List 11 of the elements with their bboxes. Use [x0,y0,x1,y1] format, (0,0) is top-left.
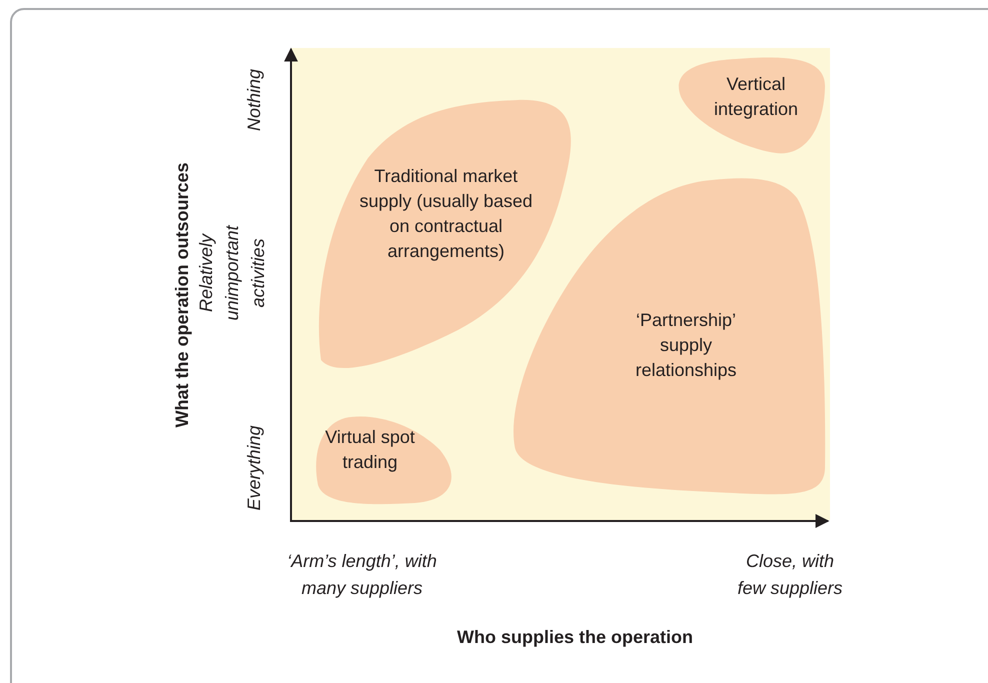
axis-tick-label: Relatively unimportant activities [195,224,269,323]
axis-tick-label: Close, with few suppliers [736,550,844,600]
axis-title: Who supplies the operation [456,626,694,648]
region-label: Virtual spot trading [324,426,416,474]
region-label: ‘Partnership’ supply relationships [634,309,738,382]
axis-tick-label: Nothing [243,68,265,134]
axis-tick-label: ‘Arm’s length’, with many suppliers [286,550,438,600]
region-label: Traditional market supply (usually based on contractual arrangements) [358,165,534,263]
axis-title: What the operation outsources [171,161,193,430]
region-label: Vertical integration [712,73,800,121]
axis-tick-label: Everything [243,424,265,513]
